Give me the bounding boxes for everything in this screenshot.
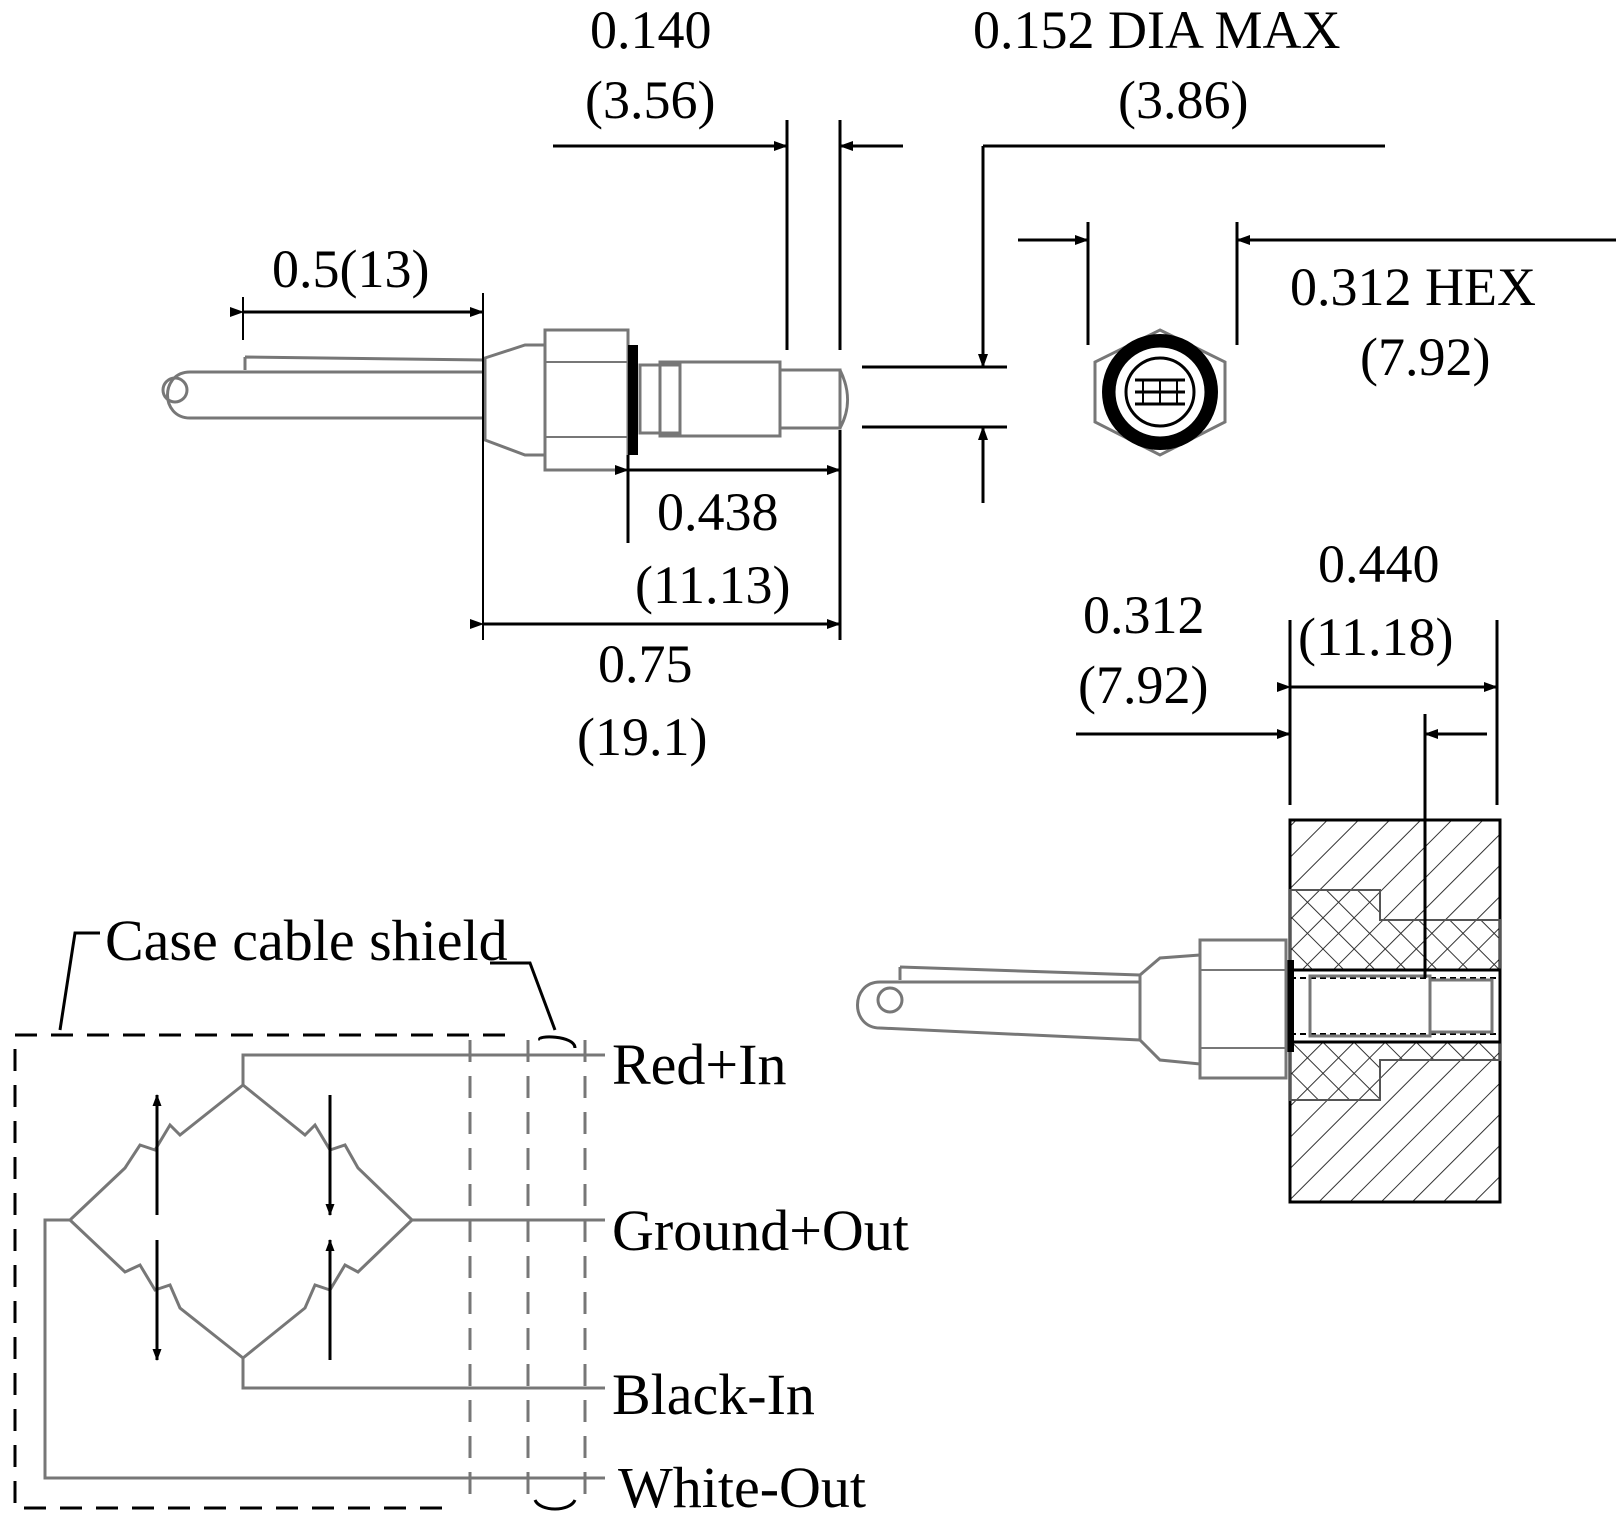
thread-length-dimension: 0.140 (3.56) (553, 0, 903, 350)
mount-total-mm: (11.18) (1298, 607, 1453, 667)
thread-body-dimension: 0.438 (11.13) (615, 430, 842, 640)
overall-mm: (19.1) (577, 707, 707, 767)
sensor-side-view (161, 328, 849, 472)
overall-dimension: 0.75 (19.1) (470, 619, 841, 767)
wire-black-in: Black-In (612, 1362, 815, 1427)
wiring-schematic: Case cable shield Red+In Ground+Out Blac… (13, 908, 909, 1520)
wire-white-out: White-Out (618, 1455, 866, 1520)
tip-dia-dimension: 0.152 DIA MAX (3.86) (862, 0, 1385, 503)
mount-depth-in: 0.312 (1083, 585, 1205, 645)
mount-total-in: 0.440 (1318, 534, 1440, 594)
cable-length-dimension: 0.5(13) (230, 239, 484, 640)
mount-total-dimension: 0.440 (11.18) (1277, 534, 1499, 805)
wire-ground-out: Ground+Out (612, 1198, 909, 1263)
tip-dia-in: 0.152 DIA MAX (973, 0, 1341, 60)
mounted-section-view (856, 818, 1502, 1204)
mount-depth-dimension: 0.312 (7.92) (1076, 585, 1487, 978)
tip-dia-mm: (3.86) (1118, 70, 1248, 130)
hex-mm: (7.92) (1360, 327, 1490, 387)
thread-body-in: 0.438 (657, 482, 779, 542)
thread-length-in: 0.140 (590, 0, 712, 60)
overall-in: 0.75 (598, 634, 693, 694)
shield-label: Case cable shield (105, 908, 508, 973)
mount-depth-mm: (7.92) (1078, 655, 1208, 715)
hex-end-view (1093, 328, 1227, 457)
hex-in: 0.312 HEX (1290, 257, 1536, 317)
hex-dimension: 0.312 HEX (7.92) (1018, 222, 1616, 387)
cable-length-label: 0.5(13) (272, 239, 429, 299)
thread-length-mm: (3.56) (585, 70, 715, 130)
wire-red-in: Red+In (612, 1032, 786, 1097)
thread-body-mm: (11.13) (635, 555, 790, 615)
